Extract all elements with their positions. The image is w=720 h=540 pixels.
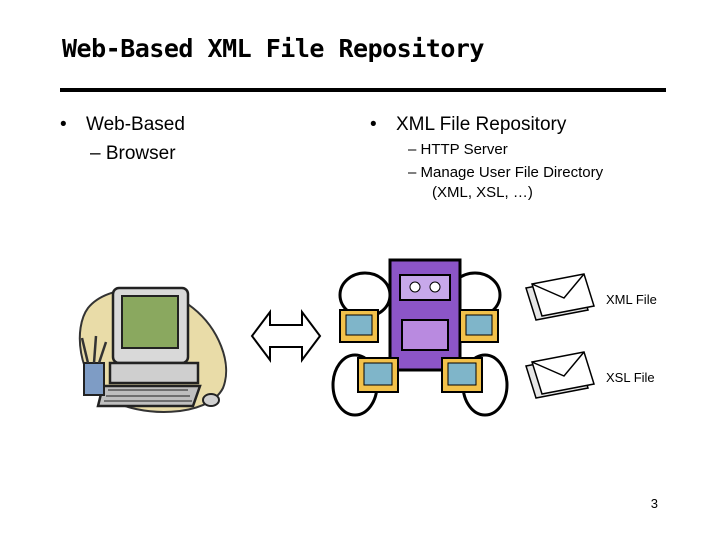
bullet-xml-repository: • XML File Repository bbox=[370, 114, 566, 136]
sub-file-types: (XML, XSL, …) bbox=[432, 184, 533, 201]
slide-title: Web-Based XML File Repository bbox=[62, 34, 485, 63]
computer-clipart bbox=[78, 286, 228, 413]
server-network-clipart bbox=[331, 258, 509, 417]
bullet-text: XML File Repository bbox=[396, 114, 567, 135]
envelope-icon bbox=[525, 273, 595, 321]
bullet-text: Web-Based bbox=[86, 114, 185, 135]
xml-file-label: XML File bbox=[606, 292, 657, 307]
xsl-file-label: XSL File bbox=[606, 370, 655, 385]
dash: – bbox=[90, 143, 106, 164]
title-rule bbox=[60, 88, 666, 92]
sub-browser: – Browser bbox=[90, 143, 176, 165]
bullet-dot: • bbox=[370, 114, 377, 135]
sub-http-server: – HTTP Server bbox=[408, 139, 508, 161]
sub-text: HTTP Server bbox=[420, 141, 508, 158]
envelope-icon bbox=[525, 351, 595, 399]
dash: – bbox=[408, 141, 421, 158]
bullet-dot: • bbox=[60, 114, 67, 135]
double-arrow-icon bbox=[250, 309, 322, 363]
sub-text: Manage User File Directory bbox=[420, 164, 604, 181]
sub-text: Browser bbox=[105, 143, 176, 164]
page-number: 3 bbox=[650, 496, 658, 511]
bullet-web-based: • Web-Based bbox=[60, 114, 185, 136]
dash: – bbox=[408, 164, 421, 181]
sub-manage-directory: – Manage User File Directory bbox=[408, 162, 603, 184]
